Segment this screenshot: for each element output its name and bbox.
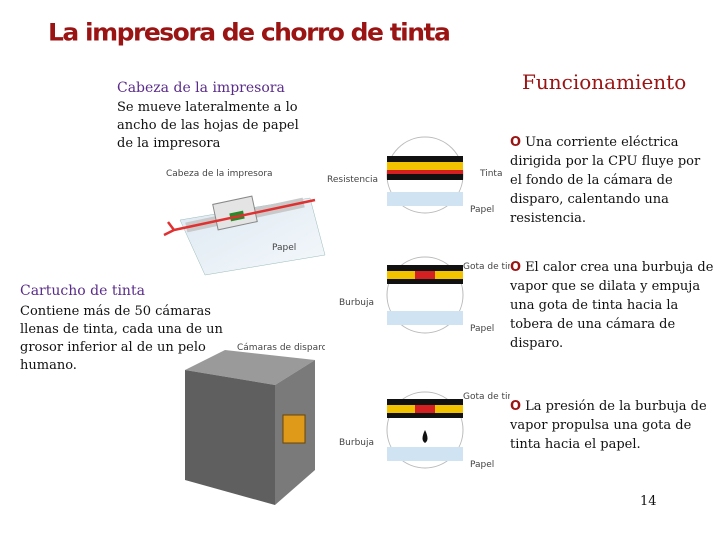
page-number: 14	[640, 494, 657, 509]
step-2-diagram: Burbuja Gota de tinta Papel	[339, 256, 510, 334]
step-1-label-paper: Papel	[470, 205, 494, 215]
step-3-label-drop: Gota de tinta	[463, 392, 510, 402]
cartridge-front	[185, 370, 275, 505]
bullet-icon: O	[510, 260, 522, 275]
print-head-description: Se mueve lateralmente a lo ancho de las …	[117, 100, 299, 151]
slide-title: La impresora de chorro de tinta	[48, 18, 451, 47]
firing-chambers-window	[282, 414, 306, 444]
cartridge-heading: Cartucho de tinta	[20, 283, 145, 299]
print-head-illustration: Cabeza de la impresora Papel	[163, 169, 326, 276]
step-1-label-ink: Tinta	[479, 169, 502, 179]
step-3-label-paper: Papel	[470, 460, 494, 470]
operation-heading: Funcionamiento	[522, 70, 687, 94]
step-3-label-left: Burbuja	[339, 438, 374, 448]
step-3-diagram: Burbuja Gota de tinta Papel	[339, 391, 510, 470]
bullet-icon: O	[510, 399, 522, 414]
cartridge-illustration: Cámaras de disparo	[185, 343, 325, 505]
step-1-diagram: Resistencia Tinta Papel	[327, 136, 502, 215]
operation-diagrams: Resistencia Tinta Papel Burbuja Gota de …	[327, 136, 510, 470]
bullet-icon: O	[510, 135, 522, 150]
cartridge-top	[185, 350, 315, 385]
step-2-label-left: Burbuja	[339, 298, 374, 308]
step-3-text: La presión de la burbuja de vapor propul…	[510, 399, 707, 452]
cartridge-description: Contiene más de 50 cámaras llenas de tin…	[20, 304, 223, 373]
step-2-text: El calor crea una burbuja de vapor que s…	[510, 260, 714, 351]
print-head-heading: Cabeza de la impresora	[117, 80, 285, 96]
diagram-label-head: Cabeza de la impresora	[166, 169, 273, 179]
diagram-label-paper: Papel	[272, 243, 296, 253]
step-2-label-paper: Papel	[470, 324, 494, 334]
diagram-label-chambers: Cámaras de disparo	[237, 343, 325, 353]
movement-arrow-icon	[163, 198, 316, 237]
step-1-text: Una corriente eléctrica dirigida por la …	[510, 135, 701, 226]
step-2-label-drop: Gota de tinta	[463, 262, 510, 272]
step-1-label-left: Resistencia	[327, 175, 378, 185]
